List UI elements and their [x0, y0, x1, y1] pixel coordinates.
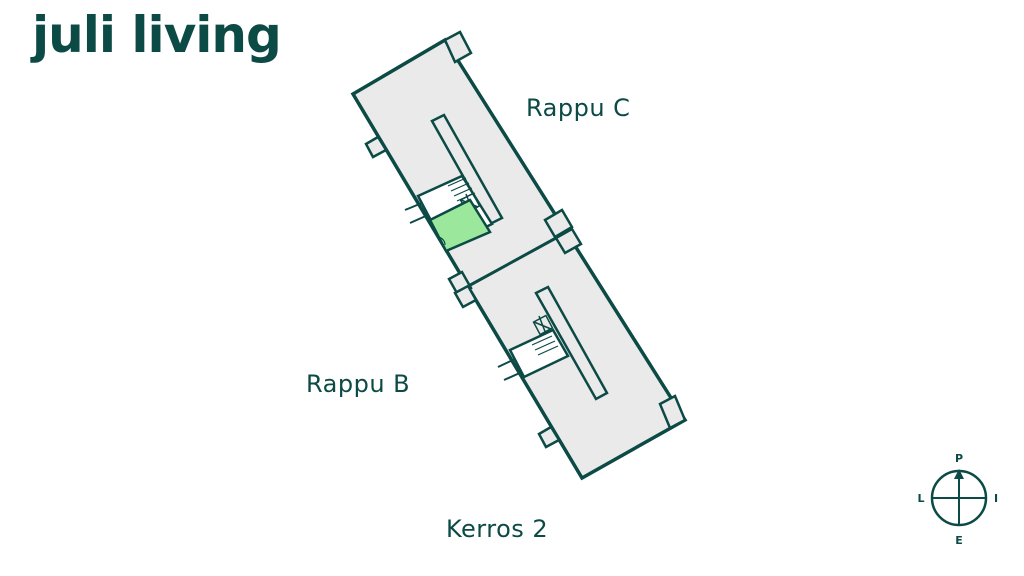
juli-living-logo: juli living — [32, 6, 282, 64]
core-b — [534, 285, 609, 401]
entrance-b — [497, 358, 523, 381]
entrance-c — [404, 202, 429, 224]
elevator-b — [532, 314, 554, 336]
compass-east: I — [994, 492, 998, 505]
compass-west: L — [917, 492, 924, 505]
compass-north: P — [955, 452, 963, 465]
north-arrow-icon — [954, 469, 964, 479]
compass-south: E — [955, 534, 963, 547]
compass: P I E L — [917, 452, 998, 547]
floor-label: Kerros 2 — [446, 515, 549, 543]
stairwell-c-label: Rappu C — [526, 94, 631, 122]
highlighted-apartment[interactable] — [428, 198, 492, 253]
stairwell-b-label: Rappu B — [306, 370, 411, 398]
balconies — [364, 30, 687, 449]
stairwell-divider — [462, 236, 557, 291]
door-swing-icon — [436, 236, 446, 246]
stairs-b — [531, 335, 559, 356]
